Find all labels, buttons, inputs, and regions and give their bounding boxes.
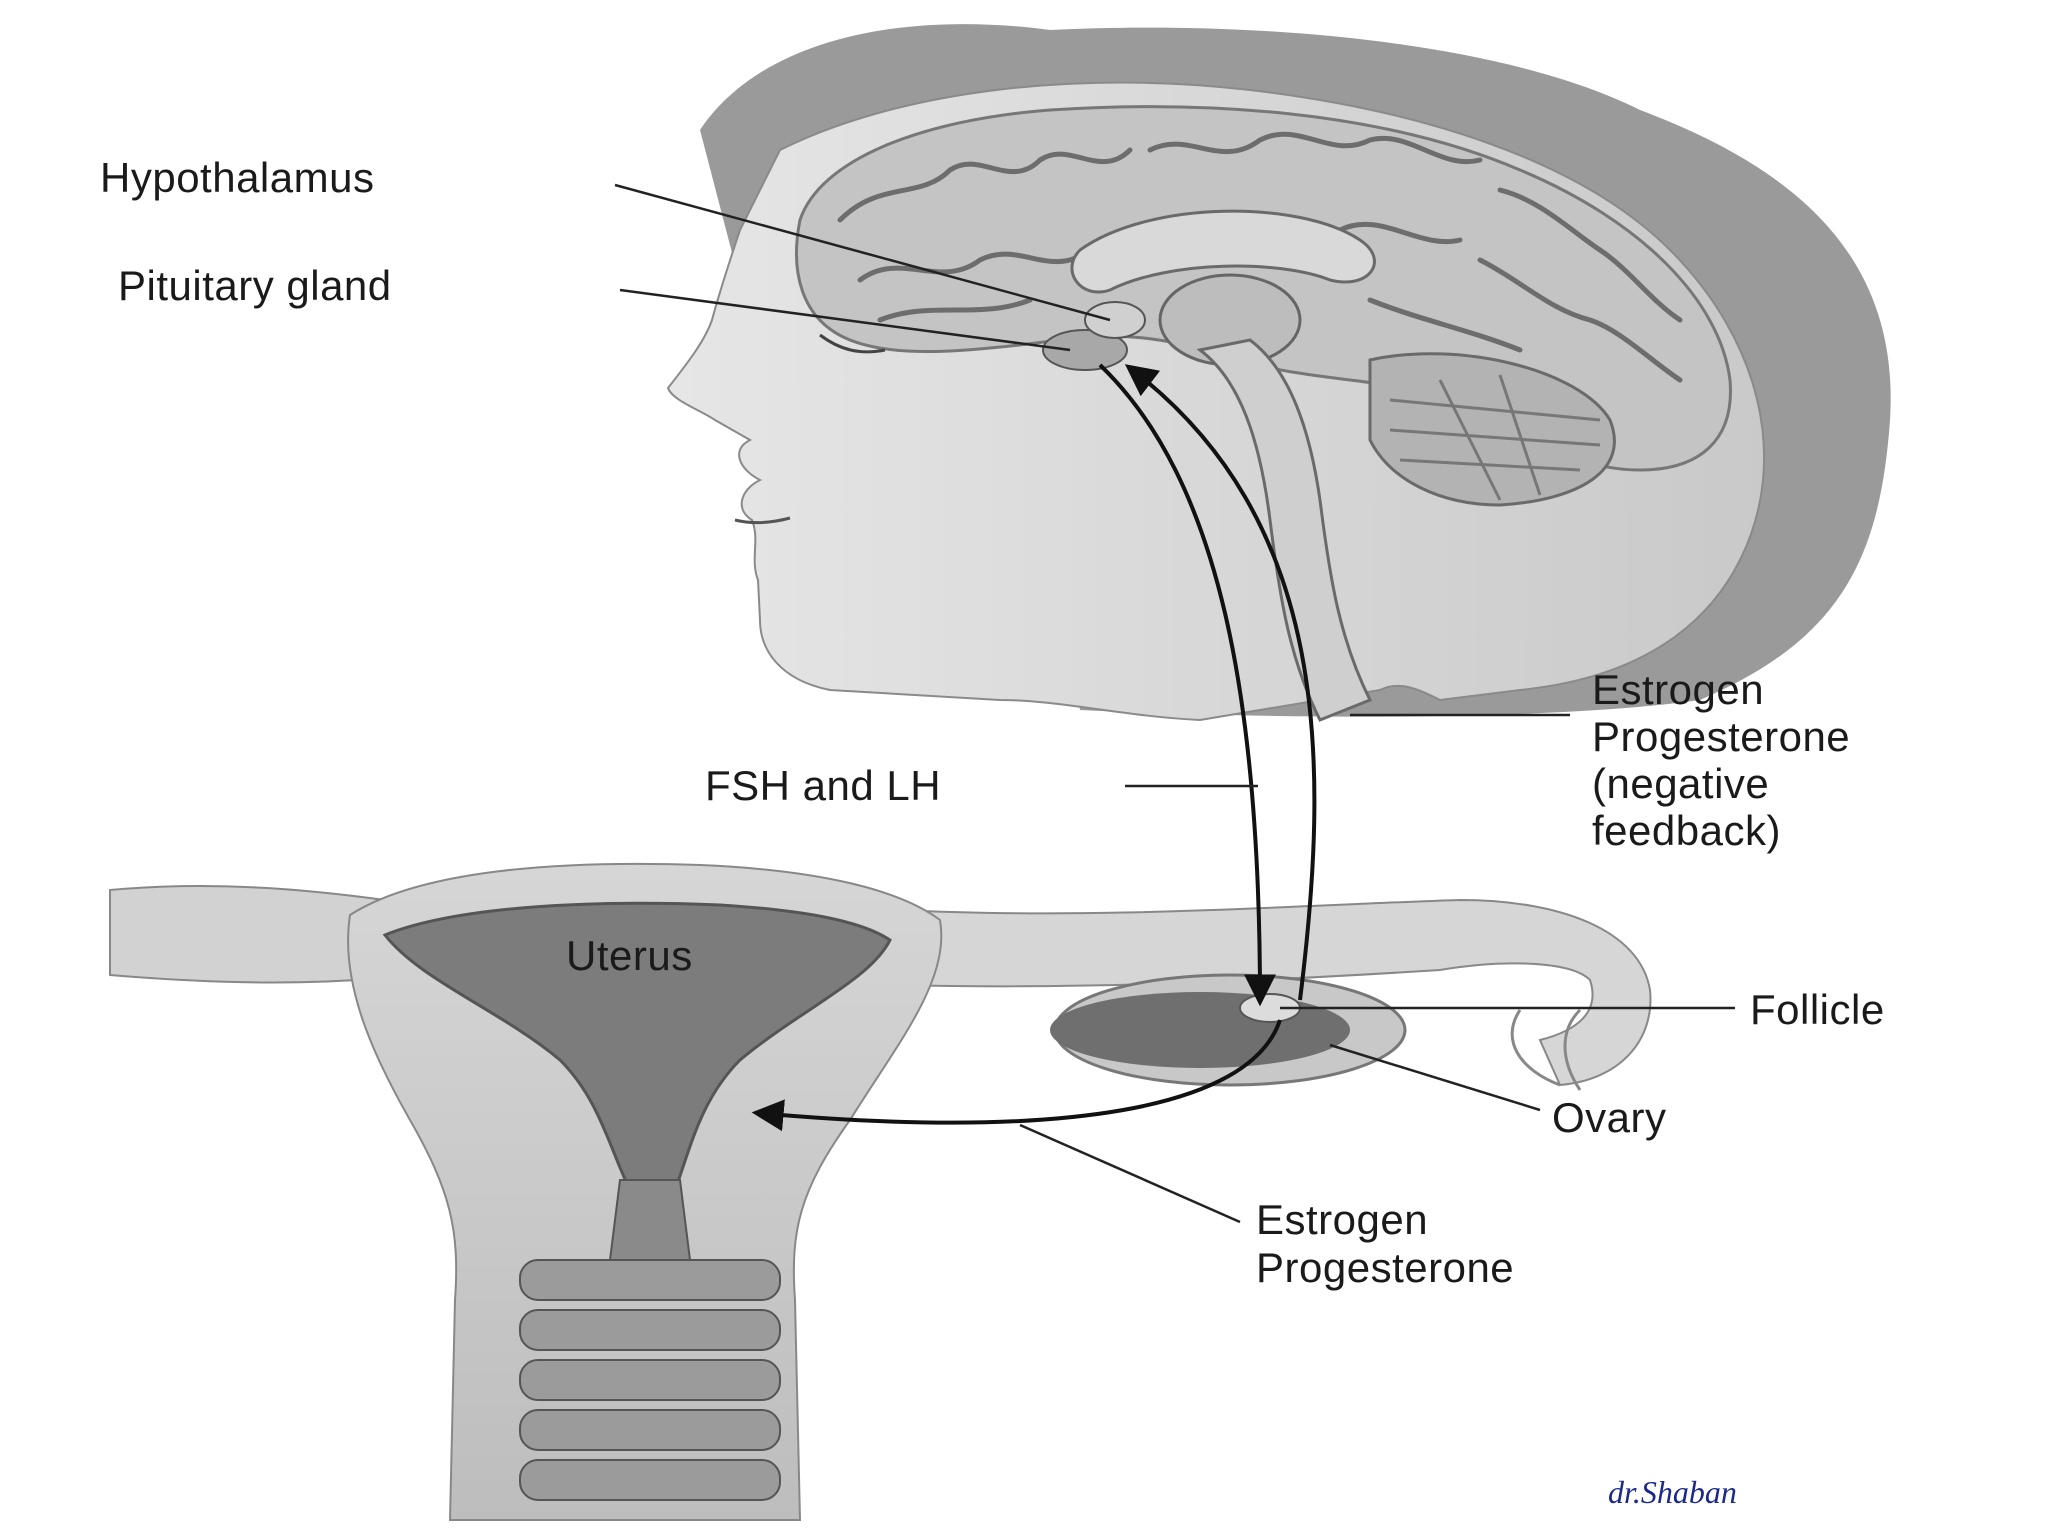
eye-line <box>819 333 886 354</box>
label-feedback-negative: (negative <box>1592 760 1770 807</box>
spinal-cord <box>1196 338 1373 722</box>
label-progesterone: Progesterone <box>1256 1244 1515 1291</box>
label-estrogen-group: Estrogen Progesterone <box>1256 1196 1514 1292</box>
estrogen-uterus-arrow <box>751 1019 1282 1132</box>
cervical-canal <box>608 1179 692 1261</box>
ovary-inner <box>1050 992 1350 1068</box>
corpus-callosum <box>1070 209 1376 294</box>
cerebellum-folds <box>1389 374 1601 501</box>
label-feedback-feedback: feedback) <box>1592 807 1781 854</box>
label-uterus: Uterus <box>566 932 693 979</box>
label-pituitary-gland: Pituitary gland <box>118 262 392 309</box>
mouth-line <box>734 516 791 525</box>
estrogen-feedback-arrow <box>1124 364 1317 1001</box>
label-fsh-lh: FSH and LH <box>705 762 942 809</box>
leader-lines <box>614 183 1735 1224</box>
hypothalamus-shape <box>1084 301 1146 339</box>
label-feedback-estrogen: Estrogen <box>1592 666 1765 713</box>
label-hypothalamus: Hypothalamus <box>100 154 375 201</box>
fsh-lh-arrow <box>1098 363 1276 1007</box>
uterine-cavity <box>382 901 892 1213</box>
label-ovary: Ovary <box>1552 1094 1667 1141</box>
label-feedback-group: Estrogen Progesterone (negative feedback… <box>1592 666 1850 854</box>
label-estrogen: Estrogen <box>1256 1196 1429 1243</box>
label-follicle: Follicle <box>1750 986 1885 1033</box>
signature: dr.Shaban <box>1608 1474 1737 1510</box>
vaginal-rugae <box>519 1259 781 1501</box>
label-feedback-progesterone: Progesterone <box>1592 713 1851 760</box>
pituitary-shape <box>1042 329 1128 371</box>
fimbriae <box>1510 1008 1582 1091</box>
brain-folds <box>837 131 1683 383</box>
